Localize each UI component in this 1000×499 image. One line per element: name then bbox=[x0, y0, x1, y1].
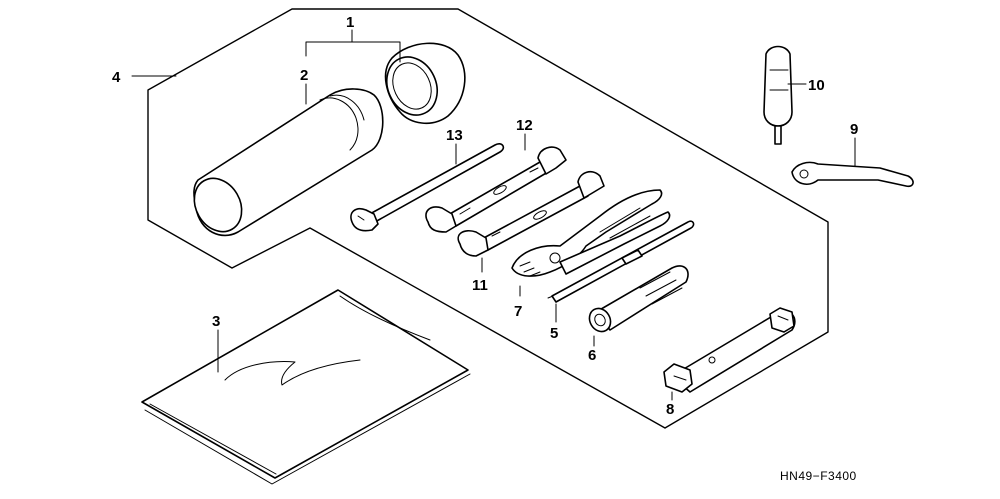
part-12-wrench[interactable] bbox=[425, 146, 567, 233]
part-5-screwdriver-blade[interactable] bbox=[547, 220, 695, 303]
callout-4: 4 bbox=[112, 69, 121, 86]
callout-8: 8 bbox=[666, 401, 674, 418]
callout-11: 11 bbox=[472, 277, 488, 294]
tool-kit-group-outline bbox=[147, 8, 829, 429]
callout-6: 6 bbox=[588, 347, 596, 364]
diagram-code: HN49−F3400 bbox=[780, 469, 857, 483]
callout-13: 13 bbox=[446, 127, 463, 144]
part-8-plug-wrench[interactable] bbox=[663, 307, 796, 393]
callout-5: 5 bbox=[550, 325, 558, 342]
callout-3: 3 bbox=[212, 313, 220, 330]
callout-10: 10 bbox=[808, 77, 825, 94]
callout-1: 1 bbox=[346, 14, 354, 31]
part-9-spanner[interactable] bbox=[791, 161, 914, 188]
part-3-pouch[interactable] bbox=[141, 289, 471, 485]
callout-labels: 1 2 3 4 5 6 7 8 9 10 11 12 13 bbox=[112, 14, 858, 418]
callout-2: 2 bbox=[300, 67, 308, 84]
leader-lines bbox=[131, 29, 856, 401]
part-7-pliers[interactable] bbox=[511, 189, 671, 277]
callout-12: 12 bbox=[516, 117, 533, 134]
callout-9: 9 bbox=[850, 121, 858, 138]
callout-7: 7 bbox=[514, 303, 522, 320]
part-1-tool-case-cap[interactable] bbox=[378, 42, 466, 124]
part-10-screwdriver[interactable] bbox=[763, 45, 793, 145]
part-13-wrench[interactable] bbox=[350, 143, 505, 232]
part-2-tool-case[interactable] bbox=[185, 88, 384, 240]
part-11-wrench[interactable] bbox=[457, 170, 605, 257]
part-6-screwdriver-handle[interactable] bbox=[585, 265, 689, 335]
